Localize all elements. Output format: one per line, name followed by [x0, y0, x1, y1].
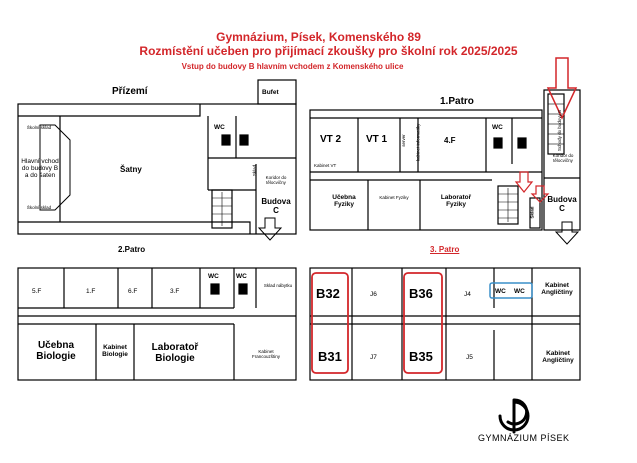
floor-title-first: 1.Patro — [440, 96, 474, 107]
room-biology: Učebna Biologie — [36, 340, 76, 362]
room-wc1-second: WC — [208, 273, 219, 280]
room-j5: J5 — [466, 354, 473, 361]
first-floor-plan — [309, 57, 581, 245]
room-corridor: Koridor do tělocvičny — [265, 175, 287, 185]
room-server: server — [400, 134, 406, 147]
stairs-note: Schody do budovy B — [557, 109, 563, 152]
room-english-top: Kabinet Angličtiny — [541, 282, 573, 297]
room-b32: B32 — [316, 286, 340, 301]
room-4f: 4.F — [444, 136, 456, 145]
room-b35: B35 — [409, 349, 433, 364]
second-floor-plan — [17, 267, 297, 381]
room-physics: Učebna Fyziky — [332, 194, 356, 209]
room-building-c-first: Budova C — [547, 195, 577, 213]
room-3f: 3.F — [170, 288, 180, 295]
room-b31: B31 — [318, 349, 342, 364]
room-corridor-first: Koridor do tělocvičny — [552, 153, 574, 163]
room-j4: J4 — [464, 291, 471, 298]
room-vt1: VT 1 — [366, 134, 388, 145]
room-wc2-second: WC — [236, 273, 247, 280]
exam-room-highlights — [311, 272, 443, 374]
room-physics-cabinet: Kabinet Fyziky — [379, 195, 409, 200]
room-english-bottom: Kabinet Angličtiny — [542, 350, 574, 365]
room-cabinet-it: kabinet informatiky — [415, 123, 421, 162]
room-wc1-third: WC — [495, 288, 506, 295]
third-floor-plan — [309, 267, 581, 381]
wc-highlight — [489, 282, 533, 299]
room-physics-lab: Laboratoř Fyziky — [440, 194, 472, 209]
room-cabinet-vt: Kabinet VT — [314, 163, 337, 168]
room-1f: 1.F — [86, 288, 96, 295]
room-biology-lab: Laboratoř Biologie — [151, 342, 199, 364]
room-wc-first: WC — [492, 124, 503, 131]
room-satny: Šatny — [120, 165, 142, 174]
room-storage-first: Sklad — [529, 206, 535, 219]
room-vt2: VT 2 — [320, 134, 342, 145]
room-biology-cabinet: Kabinet Biologie — [102, 344, 128, 359]
room-entrance: Hlavní vchod do budovy B a do šaten — [21, 158, 59, 180]
room-storage-top: Školní sklad — [26, 125, 52, 130]
room-j6: J6 — [370, 291, 377, 298]
room-bufet: Bufet — [262, 89, 279, 96]
floor-title-ground: Přízemí — [112, 86, 148, 97]
entry-note: Vstup do budovy B hlavním vchodem z Kome… — [181, 62, 404, 71]
room-j7: J7 — [370, 354, 377, 361]
room-5f: 5.F — [32, 288, 42, 295]
document-title: Gymnázium, Písek, Komenského 89 — [216, 30, 421, 44]
floor-title-second: 2.Patro — [118, 245, 146, 254]
school-logo — [498, 398, 530, 434]
room-storage-mid: Sklad — [252, 164, 258, 177]
logo-text: GYMNÁZIUM PÍSEK — [478, 433, 570, 443]
floor-title-third: 3. Patro — [430, 245, 460, 254]
room-french-cabinet: Kabinet Francouzštiny — [251, 349, 280, 359]
room-b36: B36 — [409, 286, 433, 301]
ground-floor-plan — [17, 79, 297, 241]
room-building-c: Budova C — [261, 197, 291, 215]
room-storage-bottom: Školní sklad — [26, 205, 52, 210]
room-6f: 6.F — [128, 288, 138, 295]
document-subtitle: Rozmístění učeben pro přijímací zkoušky … — [139, 44, 518, 58]
room-wc: WC — [214, 124, 225, 131]
room-furniture-storage: Sklad nábytku — [263, 283, 293, 288]
room-wc2-third: WC — [514, 288, 525, 295]
